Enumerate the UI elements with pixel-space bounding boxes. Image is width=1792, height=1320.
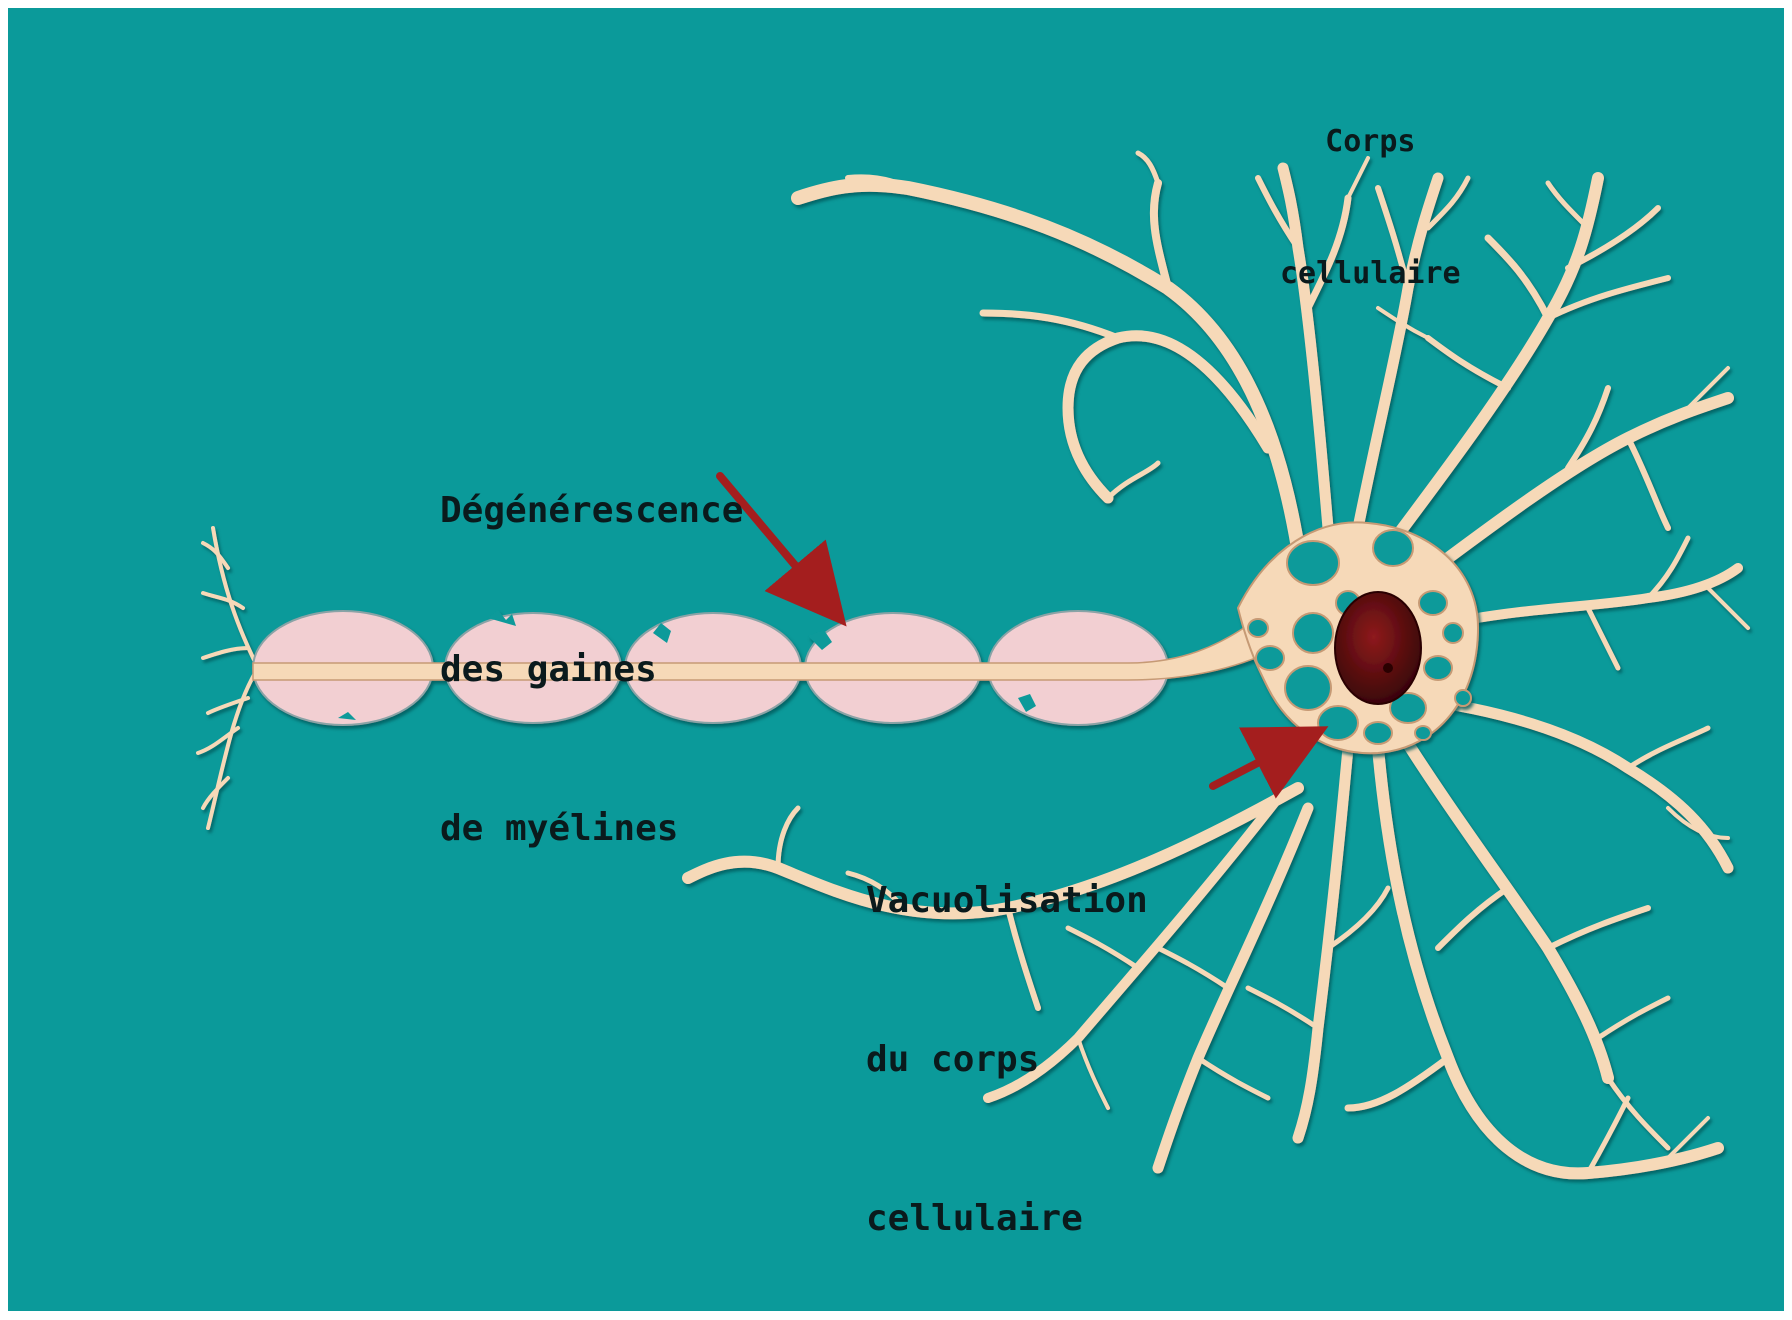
axon-and-soma [198, 522, 1478, 828]
diagram-frame: Corps cellulaire Dégénérescence des gain… [8, 8, 1784, 1311]
red-arrow-icon [1213, 741, 1300, 786]
label-vacuolisation: Vacuolisation du corps cellulaire [866, 768, 1148, 1311]
nucleus-icon [1335, 592, 1421, 704]
label-corps-cellulaire: Corps cellulaire [1280, 32, 1461, 384]
label-degenerescence: Dégénérescence des gaines de myélines [440, 378, 743, 961]
